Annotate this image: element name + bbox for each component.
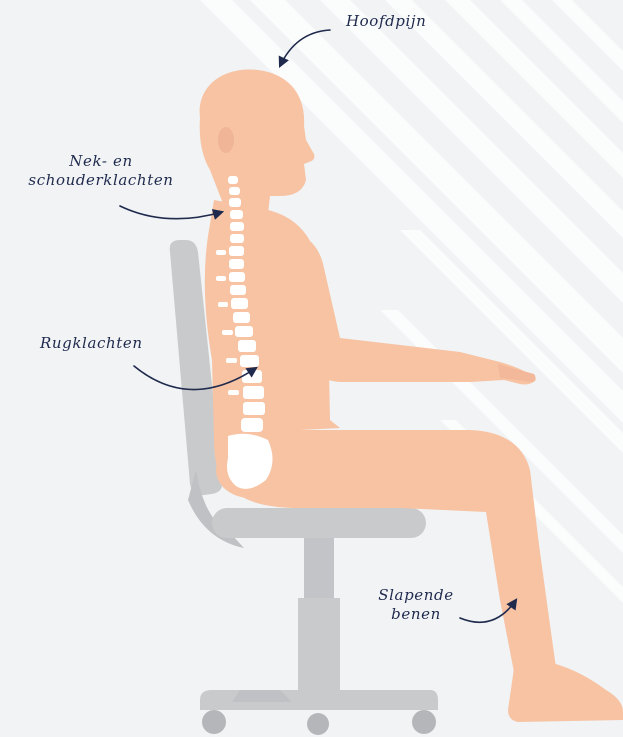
person-ear	[218, 127, 234, 153]
chair-cylinder-lower	[298, 598, 340, 690]
chair-wheel	[412, 710, 436, 734]
chair-seat	[212, 508, 426, 538]
chair-wheel	[307, 713, 329, 735]
label-back: Rugklachten	[40, 334, 143, 353]
label-legs-line2: benen	[366, 605, 466, 624]
chair-wheel	[202, 710, 226, 734]
chair-cylinder	[304, 538, 334, 598]
label-neck-line1: Nek- en	[6, 152, 196, 171]
label-sleeping-legs: Slapende benen	[366, 586, 466, 624]
label-neck-line2: schouderklachten	[6, 171, 196, 190]
label-neck-shoulders: Nek- en schouderklachten	[6, 152, 196, 190]
label-legs-line1: Slapende	[366, 586, 466, 605]
label-headache: Hoofdpijn	[346, 12, 426, 31]
